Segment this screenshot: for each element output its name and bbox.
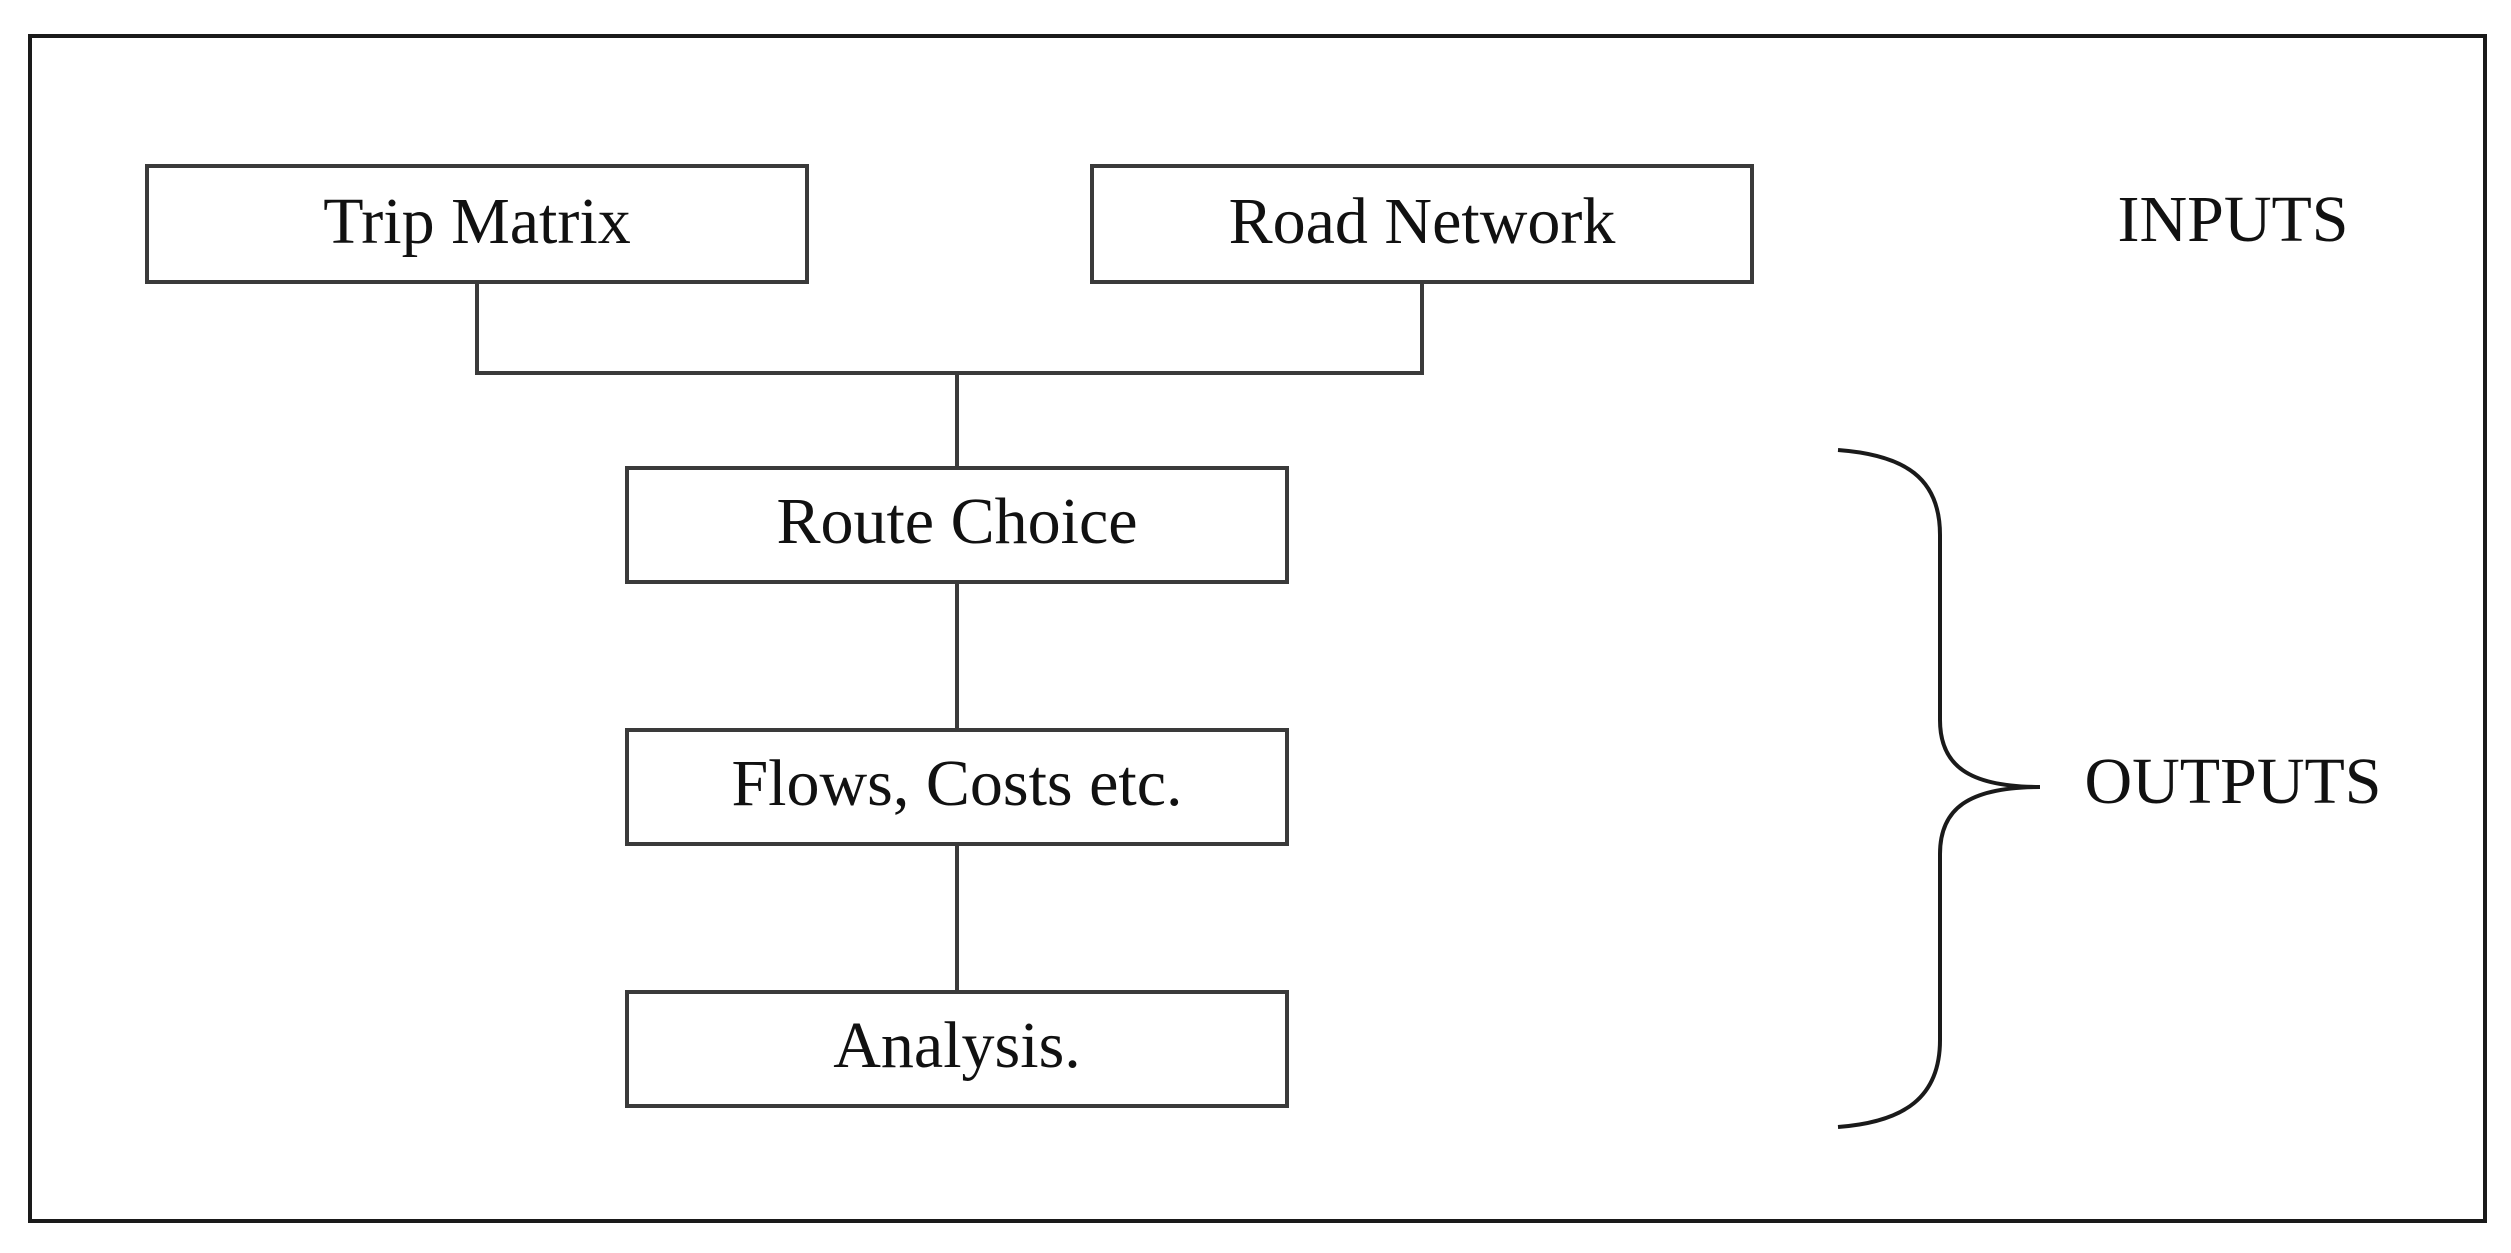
node-route-choice: Route Choice	[625, 466, 1289, 584]
node-flows-costs: Flows, Costs etc.	[625, 728, 1289, 846]
node-analysis-box	[625, 990, 1289, 1108]
connectors	[475, 282, 1424, 992]
node-route-choice-label: Route Choice	[776, 485, 1137, 558]
node-road-network-label: Road Network	[1229, 185, 1616, 258]
node-flows-costs-box	[625, 728, 1289, 846]
outputs-label: OUTPUTS	[2084, 745, 2381, 818]
node-trip-matrix-box	[145, 164, 809, 284]
node-road-network: Road Network	[1090, 164, 1754, 284]
node-flows-costs-label: Flows, Costs etc.	[731, 747, 1182, 820]
inputs-label: INPUTS	[2117, 183, 2348, 256]
connector-road-network	[957, 282, 1424, 375]
node-trip-matrix: Trip Matrix	[145, 164, 809, 284]
node-route-choice-box	[625, 466, 1289, 584]
connector-trip-matrix	[475, 282, 957, 375]
node-road-network-box	[1090, 164, 1754, 284]
outputs-brace-icon	[1837, 448, 2041, 1129]
node-trip-matrix-label: Trip Matrix	[323, 185, 630, 258]
node-analysis-label: Analysis.	[833, 1009, 1081, 1082]
node-analysis: Analysis.	[625, 990, 1289, 1108]
diagram-frame	[28, 34, 2487, 1223]
